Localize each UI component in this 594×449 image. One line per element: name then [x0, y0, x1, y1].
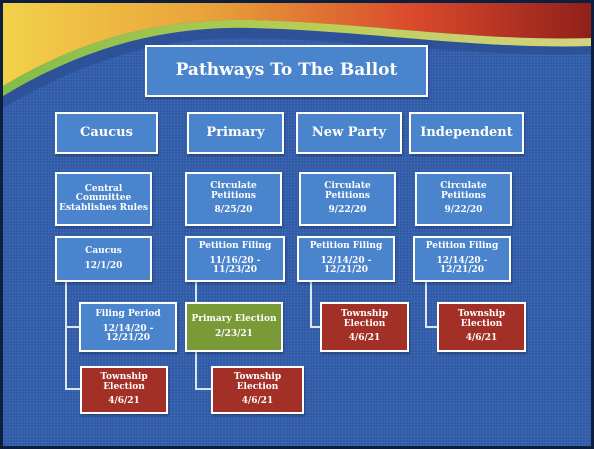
- primary-township-election-date: 4/6/21: [241, 396, 274, 407]
- connector-caucus-election: [65, 388, 81, 390]
- newparty-township-election-date: 4/6/21: [348, 333, 381, 344]
- page-title: Pathways To The Ballot: [145, 45, 428, 97]
- independent-township-election-label: Township Election: [457, 309, 506, 329]
- newparty-petitions-label: Circulate Petitions: [324, 181, 371, 201]
- newparty-filing-label: Petition Filing: [309, 241, 383, 252]
- independent-filing-label: Petition Filing: [425, 241, 499, 252]
- independent-petitions-label: Circulate Petitions: [440, 181, 487, 201]
- caucus-step-box: Caucus 12/1/20: [55, 236, 152, 282]
- caucus-township-election-box: Township Election 4/6/21: [80, 366, 168, 414]
- caucus-filing-period-box: Filing Period 12/14/20 - 12/21/20: [79, 302, 177, 352]
- connector-independent-election: [425, 326, 439, 328]
- column-header-new-party: New Party: [296, 112, 402, 154]
- primary-election-label: Primary Election: [191, 314, 277, 325]
- primary-filing-label: Petition Filing: [198, 241, 272, 252]
- column-header-independent: Independent: [409, 112, 524, 154]
- primary-petitions-box: Circulate Petitions 8/25/20: [185, 172, 282, 226]
- column-header-primary: Primary: [187, 112, 284, 154]
- connector-newparty: [310, 280, 312, 328]
- primary-election-box: Primary Election 2/23/21: [185, 302, 283, 352]
- title-text: Pathways To The Ballot: [175, 60, 398, 81]
- column-header-caucus-label: Caucus: [80, 125, 133, 141]
- independent-township-election-date: 4/6/21: [465, 333, 498, 344]
- newparty-township-election-box: Township Election 4/6/21: [320, 302, 409, 352]
- independent-petitions-date: 9/22/20: [444, 205, 483, 216]
- primary-township-election-box: Township Election 4/6/21: [211, 366, 304, 414]
- newparty-petitions-box: Circulate Petitions 9/22/20: [299, 172, 396, 226]
- primary-township-election-label: Township Election: [233, 372, 282, 392]
- column-header-caucus: Caucus: [55, 112, 158, 154]
- connector-newparty-election: [310, 326, 322, 328]
- connector-primary-election: [195, 388, 212, 390]
- independent-township-election-box: Township Election 4/6/21: [437, 302, 526, 352]
- header-swoosh-graphic: [0, 0, 594, 110]
- caucus-rules-box: Central Committee Establishes Rules: [55, 172, 152, 226]
- independent-filing-date: 12/14/20 - 12/21/20: [436, 255, 488, 276]
- column-header-new-party-label: New Party: [311, 125, 387, 141]
- caucus-township-election-date: 4/6/21: [108, 396, 140, 407]
- connector-caucus: [65, 268, 67, 388]
- newparty-filing-box: Petition Filing 12/14/20 - 12/21/20: [297, 236, 395, 282]
- caucus-rules-label: Central Committee Establishes Rules: [59, 183, 148, 213]
- caucus-filing-period-label: Filing Period: [95, 309, 161, 320]
- newparty-township-election-label: Township Election: [340, 309, 389, 329]
- caucus-step-date: 12/1/20: [84, 260, 123, 271]
- newparty-petitions-date: 9/22/20: [328, 205, 367, 216]
- independent-petitions-box: Circulate Petitions 9/22/20: [415, 172, 512, 226]
- column-header-independent-label: Independent: [420, 125, 513, 141]
- caucus-township-election-label: Township Election: [100, 372, 148, 392]
- primary-filing-box: Petition Filing 11/16/20 - 11/23/20: [185, 236, 285, 282]
- caucus-filing-period-date: 12/14/20 - 12/21/20: [102, 323, 154, 344]
- column-header-primary-label: Primary: [206, 125, 265, 141]
- independent-filing-box: Petition Filing 12/14/20 - 12/21/20: [413, 236, 511, 282]
- connector-caucus-filing: [65, 326, 81, 328]
- primary-filing-date: 11/16/20 - 11/23/20: [209, 255, 261, 276]
- connector-independent: [425, 280, 427, 328]
- caucus-step-label: Caucus: [85, 246, 122, 257]
- primary-petitions-label: Circulate Petitions: [210, 181, 257, 201]
- primary-petitions-date: 8/25/20: [214, 205, 253, 216]
- newparty-filing-date: 12/14/20 - 12/21/20: [320, 255, 372, 276]
- primary-election-date: 2/23/21: [215, 328, 253, 339]
